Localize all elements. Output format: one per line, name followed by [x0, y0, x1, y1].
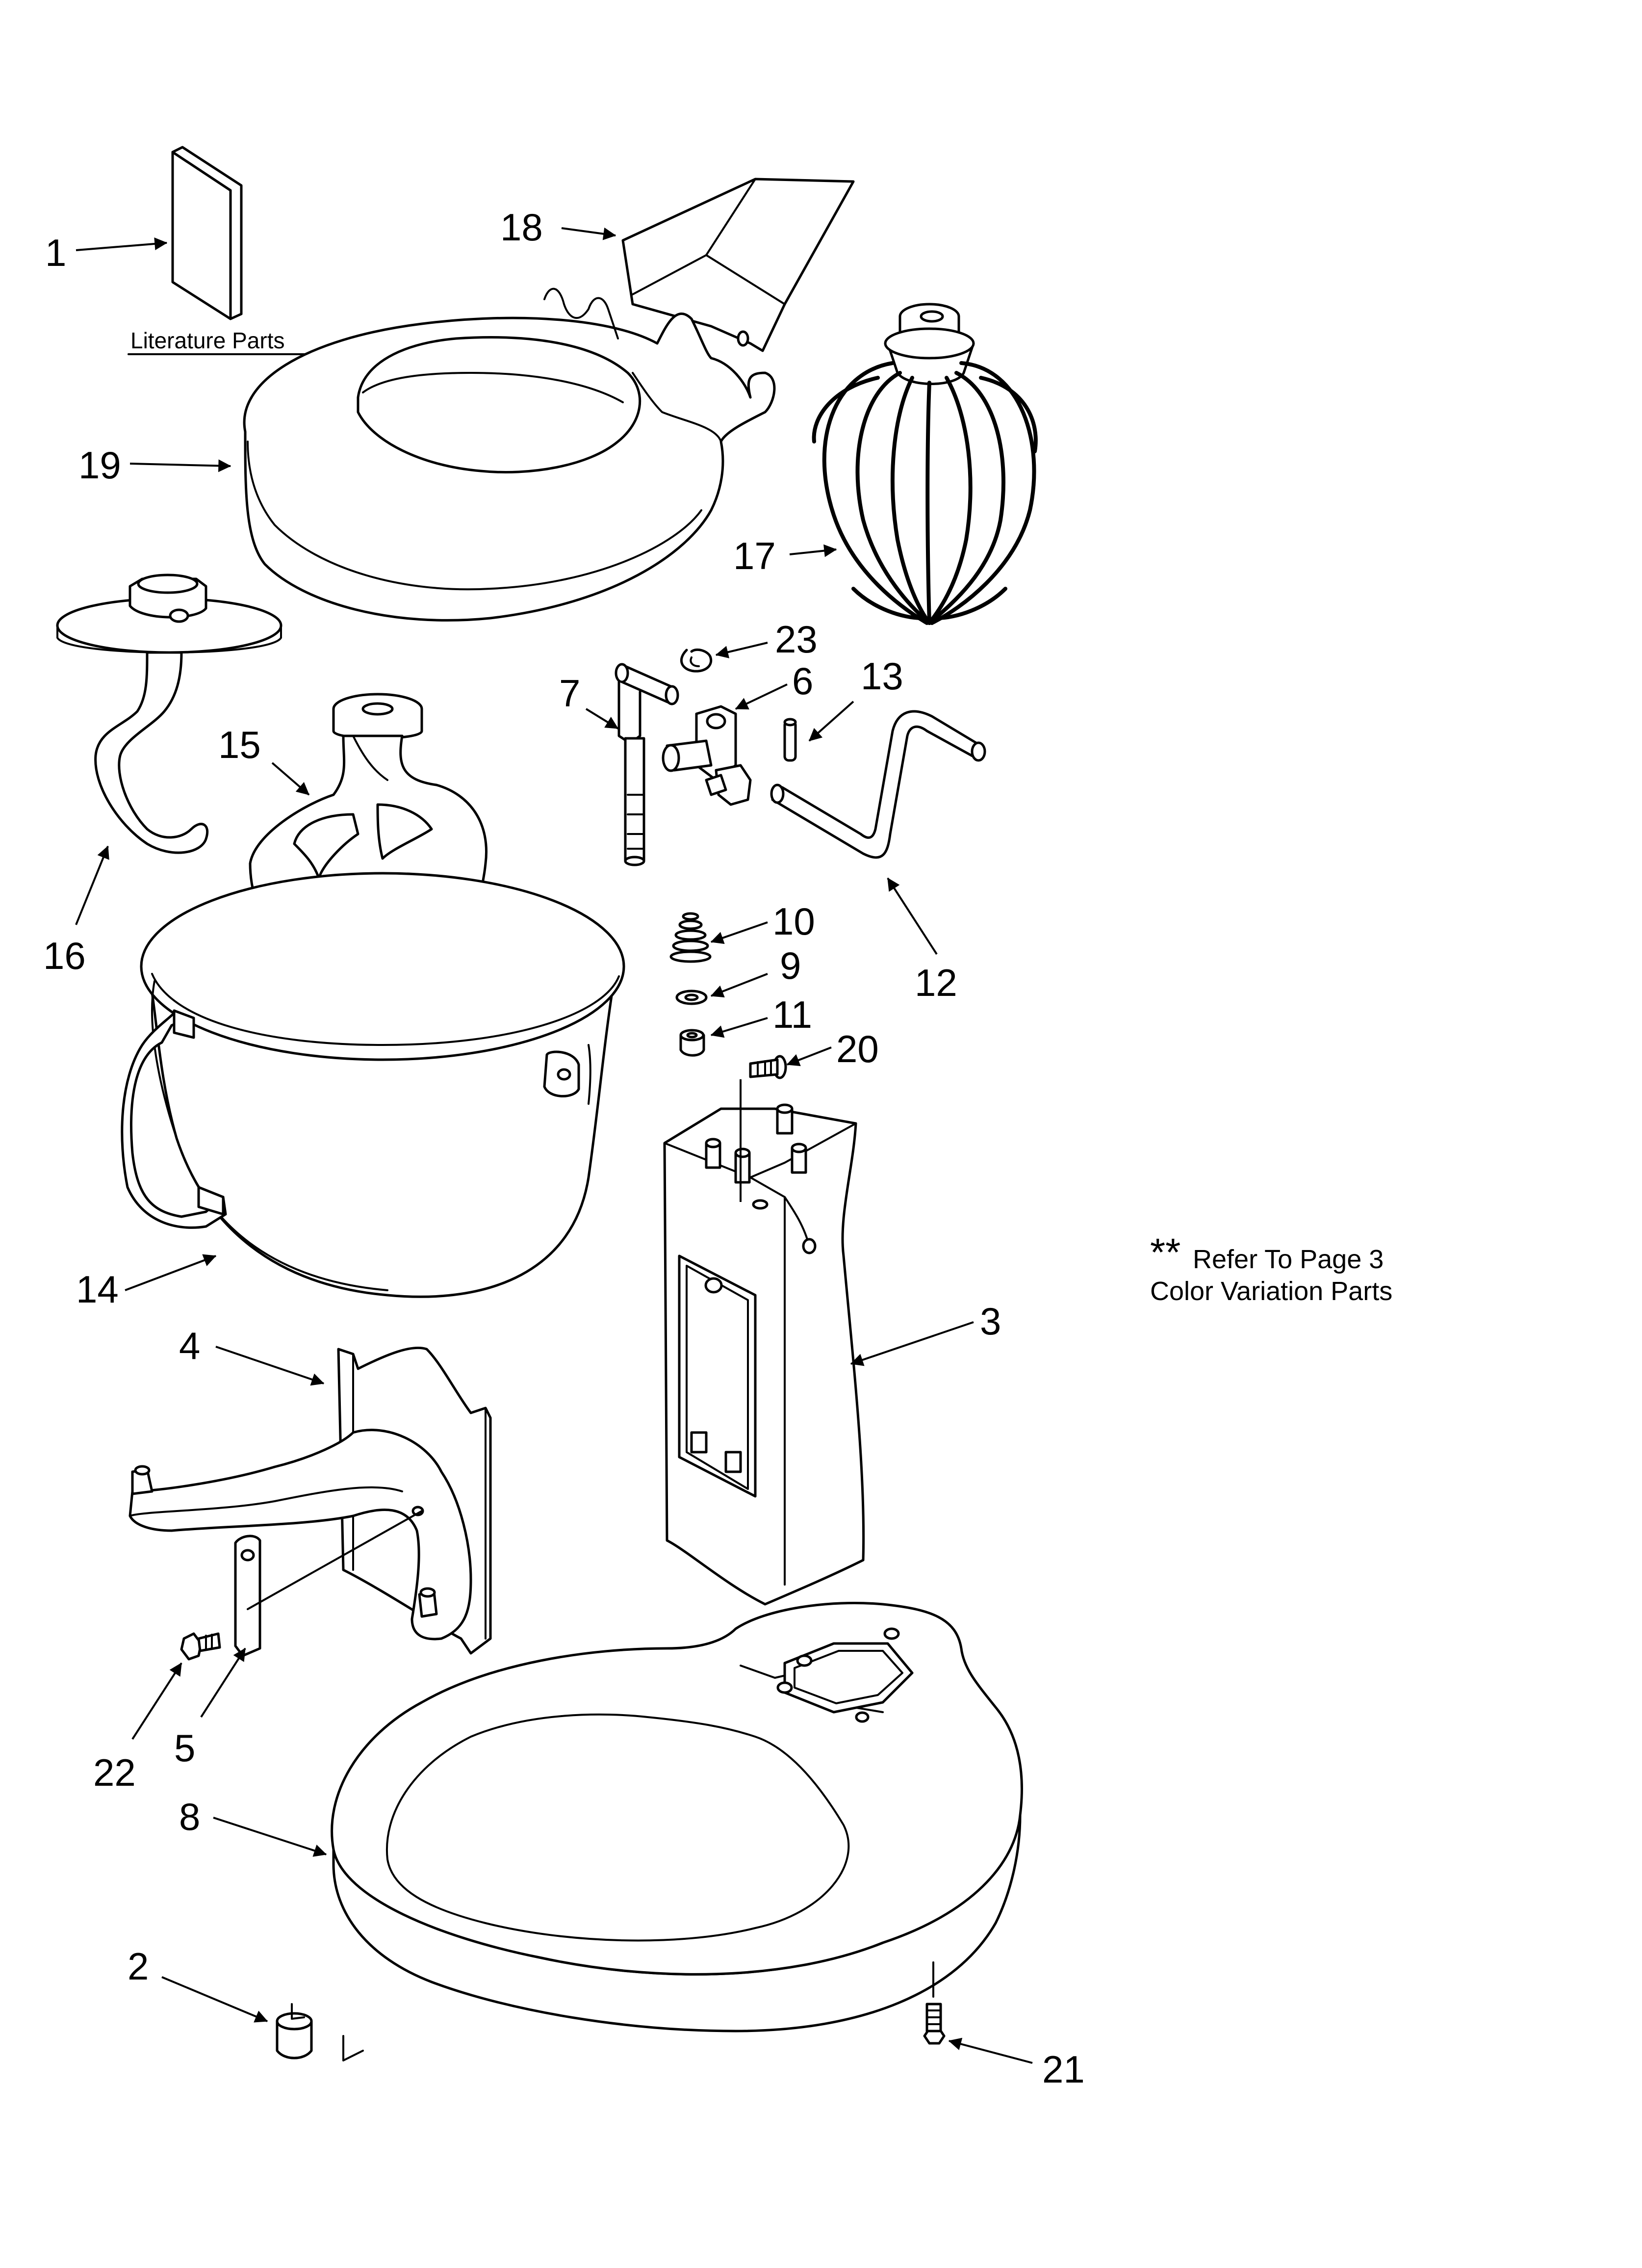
callout-2: 2 [128, 1945, 149, 1988]
part-7-lift-rod [615, 663, 679, 866]
callout-8: 8 [179, 1795, 200, 1838]
callout-4: 4 [179, 1324, 200, 1367]
note-stars: ** [1150, 1230, 1180, 1274]
part-12-lift-handle [770, 710, 986, 859]
callout-5: 5 [174, 1726, 195, 1770]
callout-7: 7 [559, 672, 580, 715]
color-variation-note: ** Refer To Page 3 Color Variation Parts [1150, 1230, 1392, 1306]
part-22-screw [180, 1632, 221, 1661]
note-line-2: Color Variation Parts [1150, 1277, 1392, 1306]
part-20-screw [749, 1055, 787, 1079]
part-23-retaining-ring [680, 648, 713, 673]
part-6-lift-bracket [662, 705, 752, 806]
part-10-spring [669, 912, 712, 963]
part-1-literature [128, 146, 315, 355]
part-8-base [331, 1601, 1023, 2033]
callout-labels: 1 18 19 17 23 7 6 13 15 16 12 10 9 11 20… [43, 206, 1085, 2091]
part-5-clamp-plate [234, 1510, 423, 1657]
part-9-washer [675, 990, 708, 1005]
note-line-1: Refer To Page 3 [1193, 1245, 1384, 1274]
callout-12: 12 [915, 961, 957, 1004]
callout-17: 17 [733, 534, 776, 577]
callout-16: 16 [43, 934, 86, 977]
callout-22: 22 [93, 1751, 136, 1794]
part-13-pin [783, 718, 797, 762]
callout-9: 9 [780, 944, 801, 987]
leader-lines [75, 227, 1033, 2064]
callout-20: 20 [836, 1027, 879, 1070]
part-4-bowl-support [128, 1346, 492, 1655]
part-3-column [663, 1103, 865, 1606]
part-18-pouring-chute [621, 178, 855, 352]
callout-6: 6 [792, 659, 813, 703]
callout-11: 11 [772, 993, 812, 1036]
callout-14: 14 [76, 1268, 119, 1311]
callout-19: 19 [78, 443, 121, 487]
part-2-foot [276, 2003, 364, 2061]
callout-3: 3 [980, 1300, 1001, 1343]
part-11-nut [679, 1029, 705, 1057]
part-21-screw [923, 1961, 946, 2045]
callout-15: 15 [218, 723, 261, 766]
callout-1: 1 [45, 231, 66, 274]
callout-18: 18 [500, 206, 543, 249]
callout-23: 23 [775, 618, 818, 661]
part-19-bowl-cover [243, 287, 776, 622]
part-16-dough-hook [56, 574, 282, 854]
part-14-bowl [121, 872, 625, 1298]
callout-21: 21 [1042, 2048, 1085, 2091]
part-17-wire-whip [812, 303, 1038, 625]
callout-10: 10 [772, 900, 815, 943]
callout-13: 13 [861, 654, 903, 698]
literature-parts-label: Literature Parts [130, 328, 284, 353]
